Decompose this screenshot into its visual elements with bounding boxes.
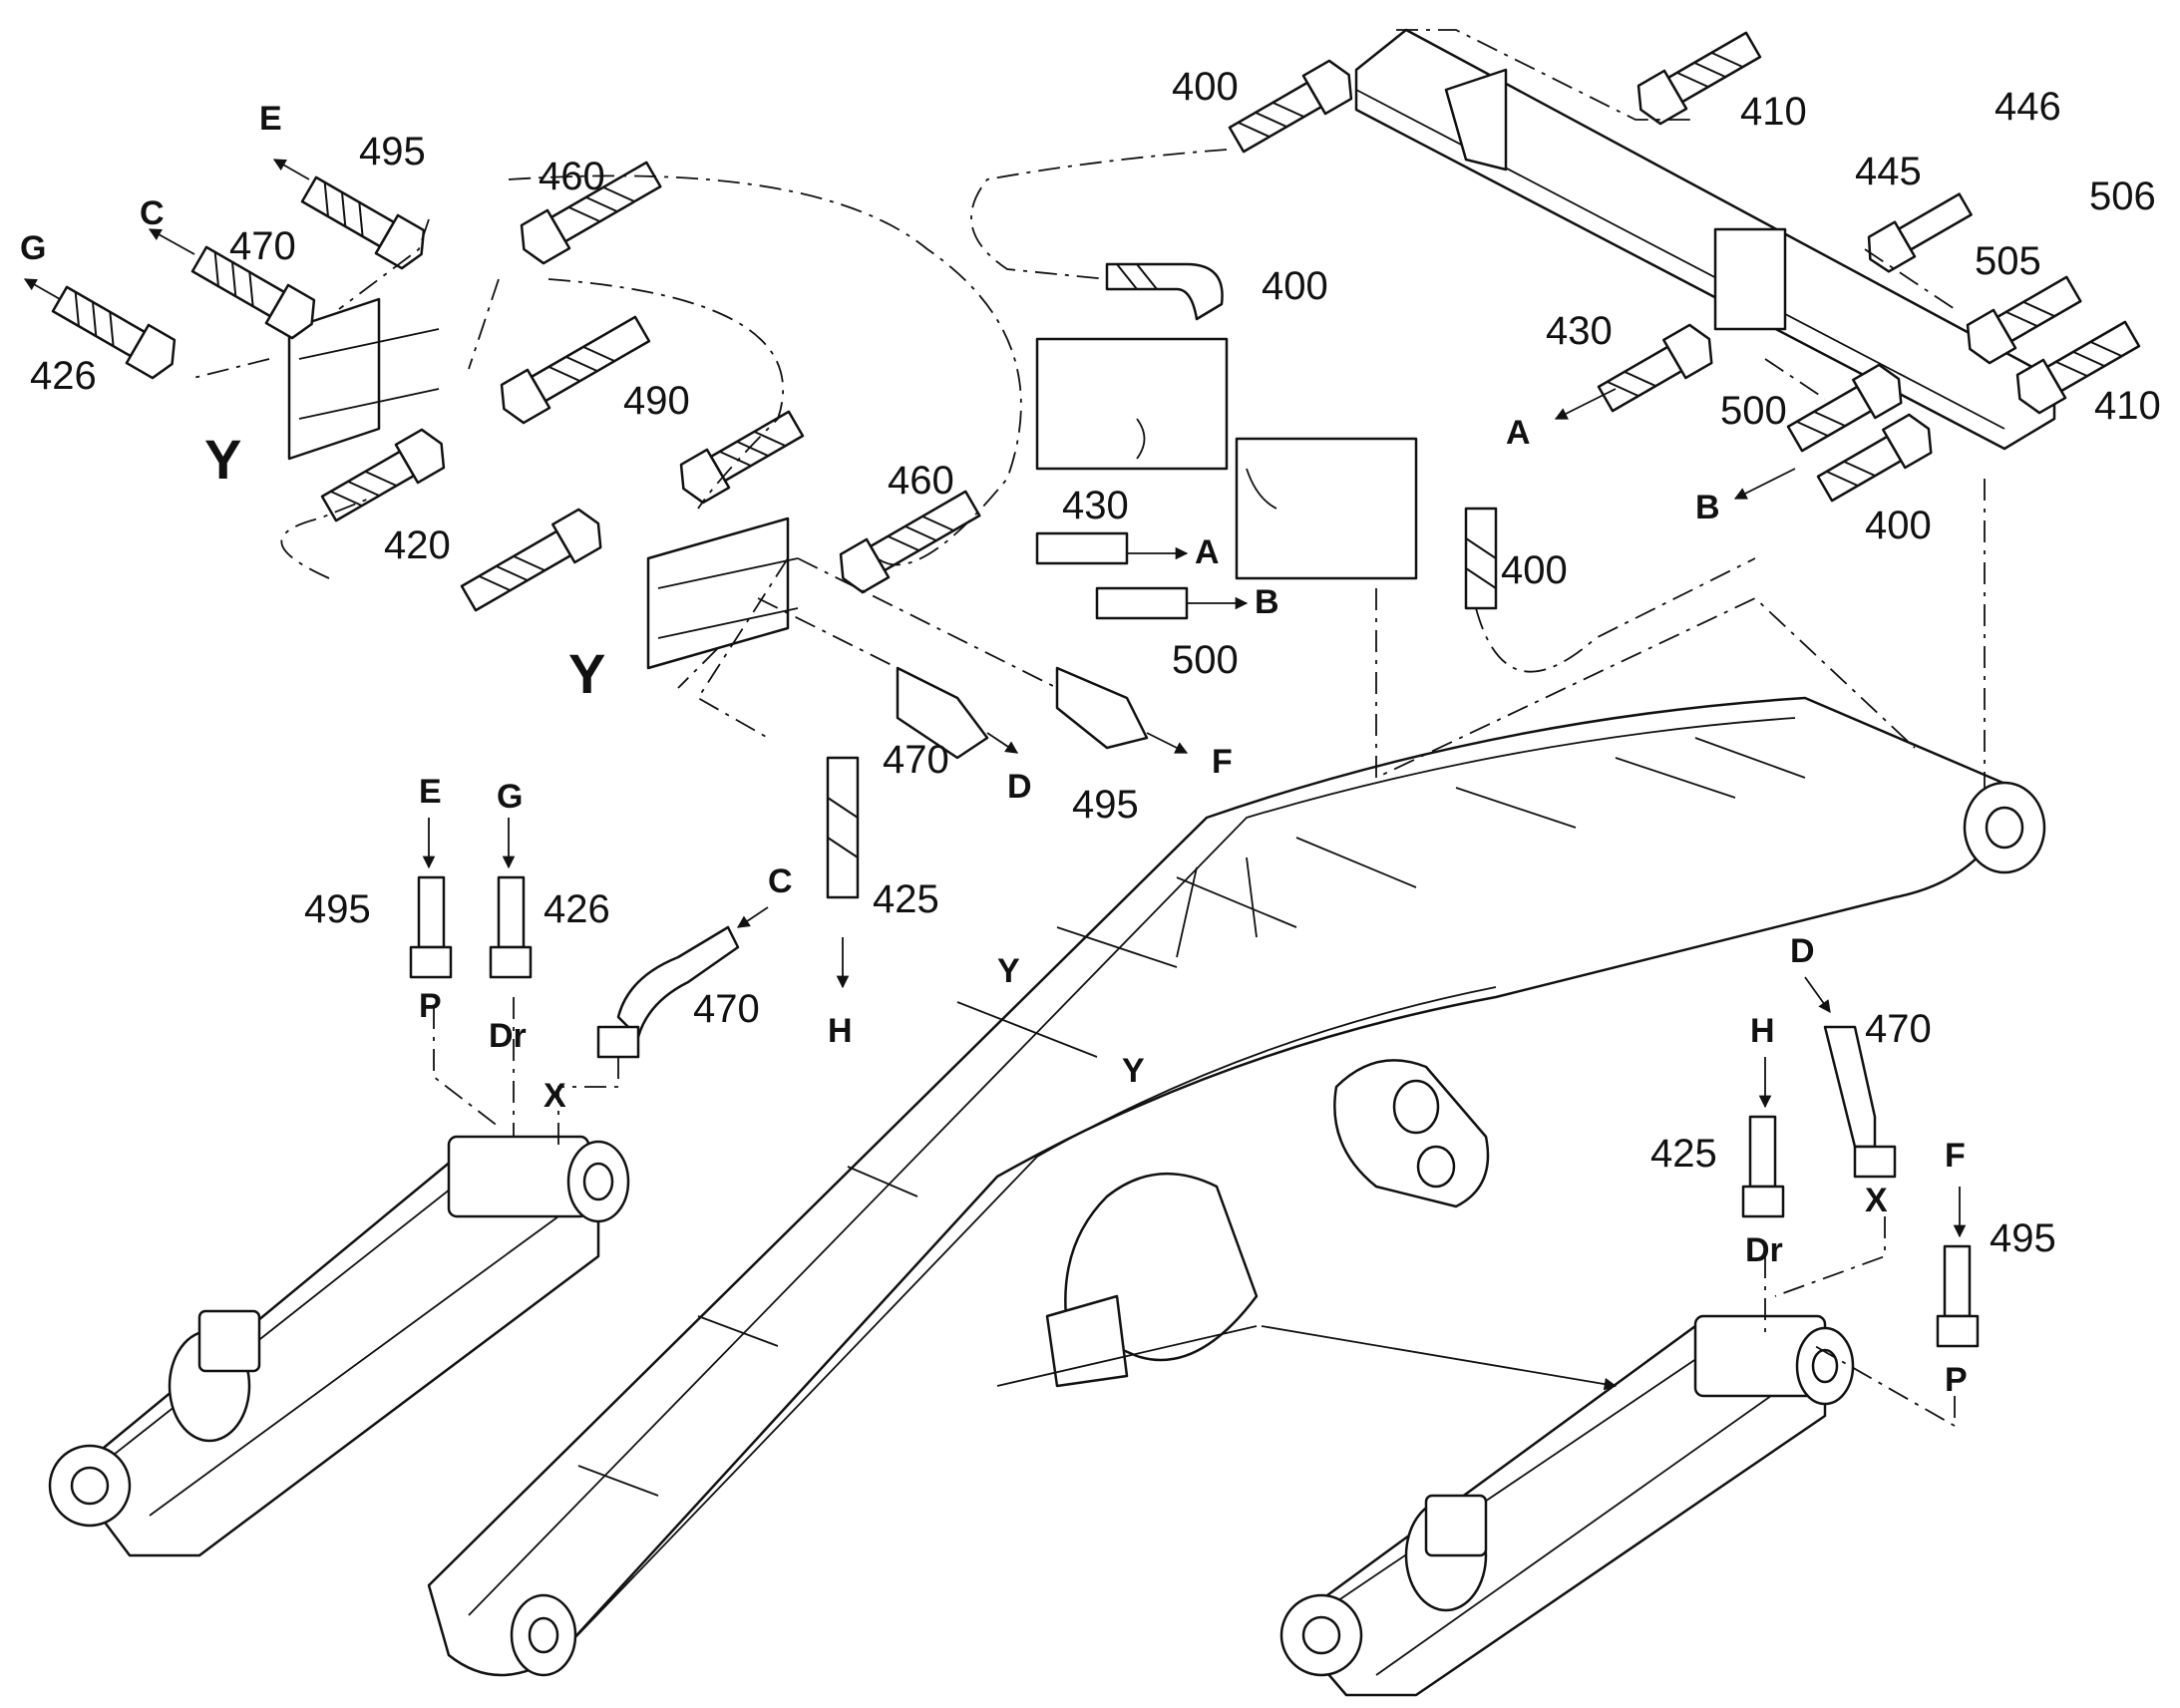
label-430: 430 [1062, 484, 1129, 527]
port-label-b: B [1695, 489, 1720, 526]
label-470: 470 [693, 987, 760, 1031]
label-495: 495 [304, 887, 371, 931]
label-400: 400 [1501, 548, 1568, 592]
port-label-g: G [497, 778, 523, 816]
port-label-g: G [20, 229, 46, 267]
label-470: 470 [229, 224, 296, 268]
connection-lines [188, 29, 1986, 1428]
manifold-y-upper [287, 297, 440, 461]
boom-arm [427, 696, 2046, 1677]
pointer-arrow [1261, 1325, 1618, 1391]
manifold-label-y: Y [204, 428, 241, 491]
label-426: 426 [30, 354, 97, 398]
port-label-a: A [1195, 533, 1220, 571]
port-label-p: P [419, 987, 442, 1025]
right-hydraulic-cylinder [1279, 1314, 1855, 1697]
direction-arrows [23, 159, 1967, 1238]
label-470: 470 [883, 738, 949, 782]
port-label-d: D [1790, 932, 1815, 970]
manifold-label-y: Y [568, 642, 605, 705]
port-label-e: E [259, 100, 282, 138]
port-label-f: F [1212, 743, 1233, 781]
label-506: 506 [2089, 174, 2156, 218]
manifold-label-y: Y [997, 952, 1020, 990]
label-470: 470 [1865, 1007, 1932, 1051]
label-460: 460 [888, 459, 954, 503]
port-label-f: F [1945, 1137, 1966, 1175]
port-label-h: H [1750, 1012, 1775, 1050]
port-label-x: X [544, 1077, 566, 1115]
label-400: 400 [1865, 504, 1932, 547]
port-label-p: P [1945, 1361, 1968, 1399]
label-445: 445 [1855, 150, 1922, 193]
label-410: 410 [1740, 90, 1807, 134]
label-426: 426 [544, 887, 610, 931]
label-425: 425 [873, 877, 939, 921]
label-495: 495 [1072, 783, 1139, 827]
hose-fittings [51, 31, 2141, 1348]
boom-brackets [577, 737, 1806, 1497]
label-460: 460 [539, 155, 605, 198]
port-label-dr: Dr [1745, 1231, 1783, 1269]
port-label-h: H [828, 1012, 853, 1050]
label-425: 425 [1650, 1132, 1717, 1176]
port-letter-labels: A B A B E C G D F E G P Dr C X H Y Y Y Y… [20, 100, 1968, 1399]
top-right-manifold [1035, 28, 2056, 580]
label-505: 505 [1975, 239, 2041, 283]
left-hydraulic-cylinder [48, 1135, 630, 1557]
label-420: 420 [384, 523, 451, 567]
label-446: 446 [1995, 85, 2061, 129]
manifold-label-y: Y [1122, 1052, 1145, 1090]
label-495: 495 [359, 130, 426, 173]
manifold-y-lower [646, 516, 799, 670]
port-label-b: B [1255, 583, 1279, 621]
label-490: 490 [623, 379, 690, 423]
label-430: 430 [1546, 309, 1613, 353]
port-label-x: X [1865, 1182, 1888, 1219]
label-500: 500 [1720, 389, 1787, 433]
label-400: 400 [1172, 65, 1239, 109]
port-label-d: D [1007, 768, 1032, 806]
label-500: 500 [1172, 638, 1239, 682]
part-number-labels: 400 410 446 445 506 505 410 430 500 400 … [30, 65, 2161, 1260]
port-label-c: C [768, 862, 793, 900]
port-label-e: E [419, 773, 442, 811]
label-400: 400 [1262, 264, 1328, 308]
label-410: 410 [2094, 384, 2161, 428]
label-495: 495 [1990, 1216, 2056, 1260]
port-label-dr: Dr [489, 1017, 527, 1055]
port-label-c: C [140, 194, 165, 232]
port-label-a: A [1506, 414, 1531, 452]
